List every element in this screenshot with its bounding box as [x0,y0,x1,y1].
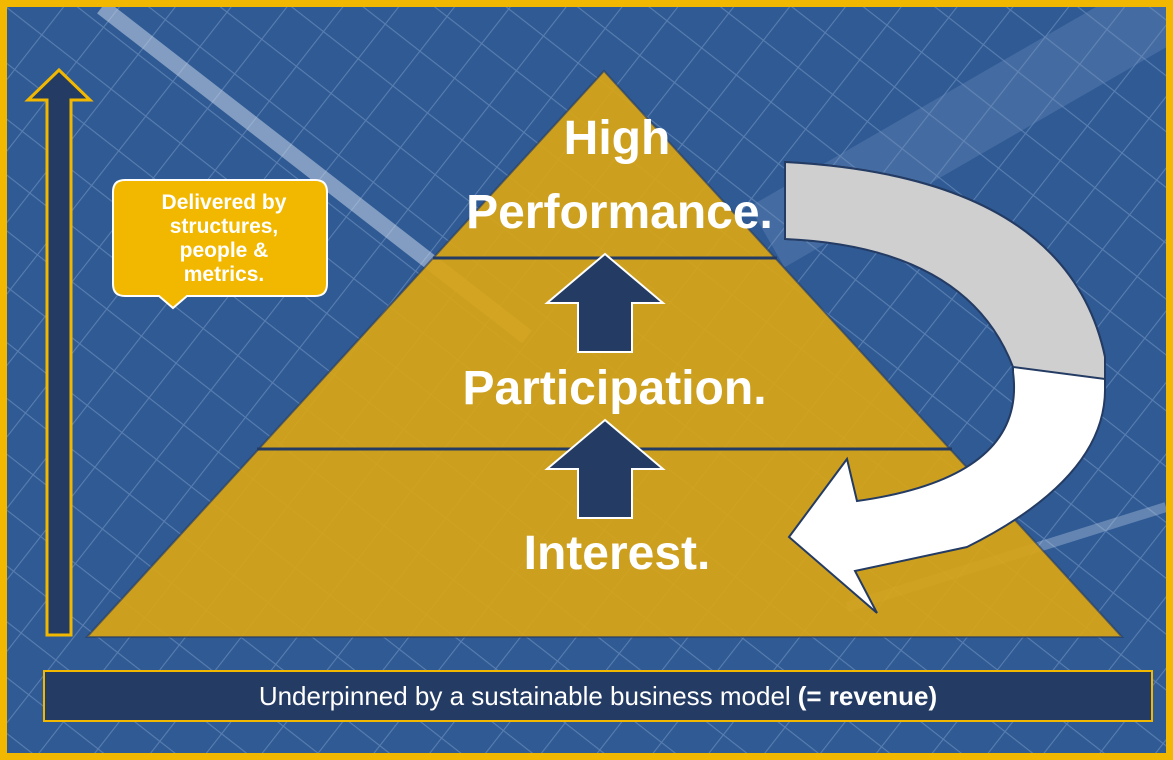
pyramid-level-middle-label: Participation. [462,362,767,415]
vertical-up-arrow-icon [24,67,94,637]
pyramid-level-bottom-label: Interest. [523,527,711,580]
callout-line: Delivered by [161,191,287,214]
curved-arrow-back-face [784,160,1106,381]
footer-bold-text: (= revenue) [797,680,938,711]
pyramid-outline [84,69,1125,638]
up-arrow-icon [544,418,666,519]
pyramid-level-top-label-line1: High [563,112,671,165]
diagram-canvas [7,7,1166,753]
callout-line: structures, [169,215,279,238]
footer-banner: Underpinned by a sustainable business mo… [43,670,1153,722]
footer-text: Underpinned by a sustainable business mo… [258,680,791,711]
callout-text: Delivered by structures, people & metric… [119,191,329,287]
pyramid-level-top-label-line2: Performance. [466,186,773,239]
callout-line: people & [179,239,269,262]
callout-box [112,179,328,310]
pyramid [87,71,1122,637]
up-arrow-icon [544,252,666,353]
callout-line: metrics. [183,263,265,286]
